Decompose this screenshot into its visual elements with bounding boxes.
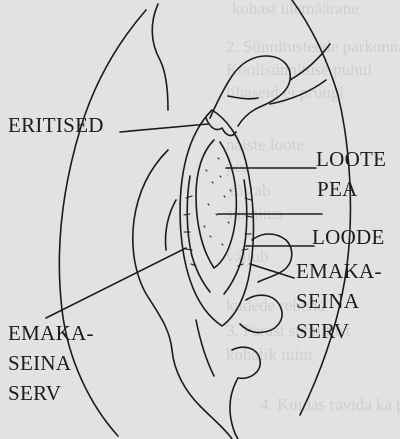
label-emakaseina-serv-left: EMAKA- SEINA SERV: [8, 318, 94, 408]
label-loote-pea-line-1: LOOTE: [316, 144, 386, 174]
perineum-inner: [196, 320, 214, 376]
hand-wrist-line: [290, 44, 330, 80]
label-emakaseina-left-line-1: EMAKA-: [8, 318, 94, 348]
leader-emakaseina-left: [46, 248, 186, 318]
leader-eritised: [120, 124, 208, 132]
fetal-head-stipple: [204, 158, 231, 245]
upper-hand-outline: [210, 56, 290, 126]
perineum-outline: [172, 350, 232, 439]
label-loode-text: LOODE: [312, 222, 385, 252]
thumb-outline: [230, 378, 238, 439]
label-emakaseina-serv-right: EMAKA- SEINA SERV: [296, 256, 382, 346]
vulva-outline: [180, 110, 253, 326]
label-emakaseina-right-line-1: EMAKA-: [296, 256, 382, 286]
lower-finger-outline: [240, 295, 282, 332]
label-emakaseina-left-line-3: SERV: [8, 378, 94, 408]
cervix-rim-left: [187, 176, 210, 292]
right-thigh-outline: [292, 0, 350, 415]
lower-finger-outline-2: [232, 347, 260, 378]
label-loote-pea: LOOTE PEA: [316, 144, 386, 204]
membranes: [206, 118, 236, 135]
fetal-head-outline: [196, 140, 236, 268]
label-loote-pea-line-2: PEA: [317, 174, 386, 204]
left-inner-contour: [152, 4, 168, 110]
label-eritised-text: ERITISED: [8, 110, 104, 140]
cervix-rim-right: [224, 180, 247, 294]
label-emakaseina-left-line-2: SEINA: [8, 348, 94, 378]
left-hand-finger: [165, 200, 176, 250]
label-emakaseina-right-line-3: SERV: [296, 316, 382, 346]
label-emakaseina-right-line-2: SEINA: [296, 286, 382, 316]
upper-finger-crease: [228, 96, 258, 99]
label-loode: LOODE: [312, 222, 385, 252]
label-eritised: ERITISED: [8, 110, 104, 140]
hand-wrist-line-2: [270, 80, 326, 104]
